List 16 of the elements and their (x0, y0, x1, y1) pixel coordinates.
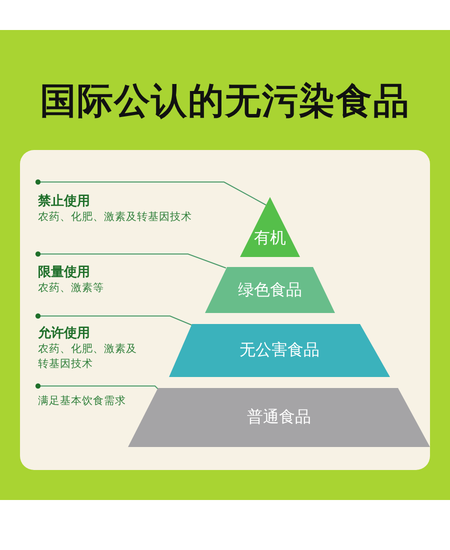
heading: 限量使用 (38, 264, 91, 281)
heading: 允许使用 (38, 325, 91, 342)
tier-label: 普通食品 (246, 407, 312, 427)
heading: 禁止使用 (38, 193, 91, 210)
description: 农药、激素等 (38, 281, 105, 296)
leader-line (35, 179, 266, 206)
description: 农药、化肥、激素及转基因技术 (38, 342, 138, 372)
description: 满足基本饮食需求 (38, 394, 127, 409)
tier-label: 绿色食品 (237, 280, 303, 300)
leader-line (35, 313, 194, 326)
description: 农药、化肥、激素及转基因技术 (38, 210, 193, 225)
tier-label: 无公害食品 (238, 340, 320, 360)
title: 国际公认的无污染食品 (39, 80, 411, 124)
leader-line (35, 383, 158, 390)
tier-label: 有机 (253, 228, 287, 248)
leader-line (35, 251, 226, 268)
